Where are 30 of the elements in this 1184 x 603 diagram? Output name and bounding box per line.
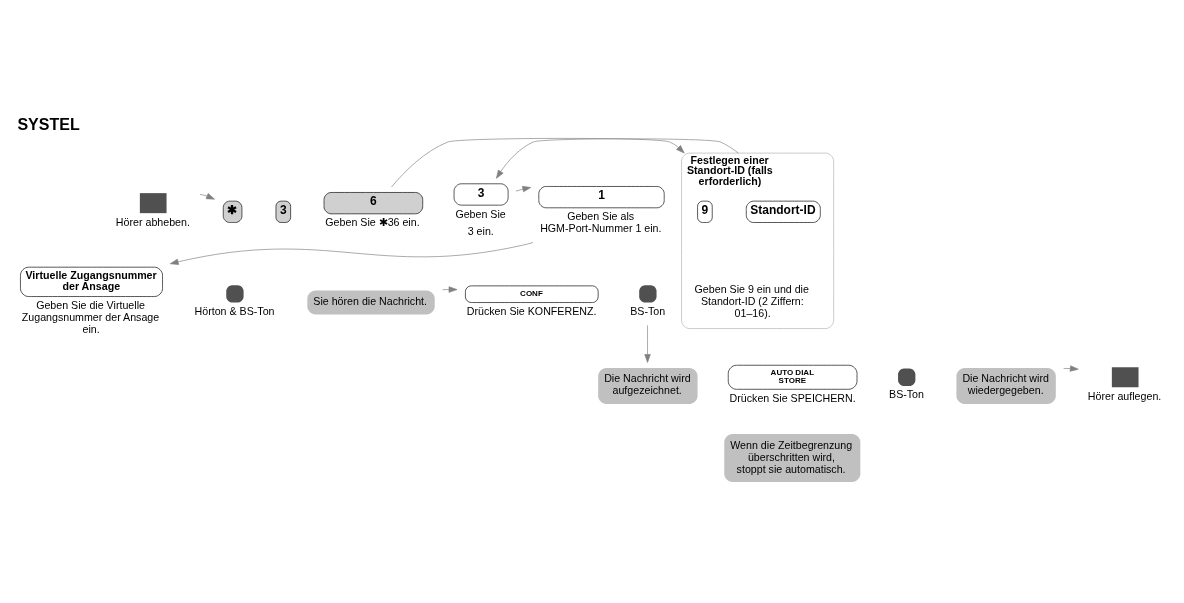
node-circle — [898, 368, 916, 386]
node-label: BS-Ton — [630, 305, 666, 318]
node-label: Drücken Sie SPEICHERN. — [729, 391, 856, 404]
node-circle — [226, 285, 244, 303]
node-label: BS-Ton — [889, 388, 924, 401]
node-label: Geben Sie ✱36 ein. — [325, 216, 420, 229]
arrow — [391, 138, 685, 188]
node-box — [139, 193, 167, 214]
arrow — [515, 186, 532, 193]
node-label: Drücken Sie KONFERENZ. — [466, 305, 597, 318]
arrow — [169, 242, 534, 265]
node-box — [1111, 367, 1139, 388]
node-box: Wenn die Zeitbegrenzung überschritten wird, stoppt sie automatisch. — [724, 433, 861, 482]
diagram-title: SYSTEL — [17, 116, 80, 134]
node-box: Die Nachricht wird wiedergegeben. — [956, 367, 1056, 404]
node-label: 3 ein. — [467, 225, 494, 238]
node-label: Hörer abheben. — [115, 215, 190, 228]
arrow — [199, 193, 215, 200]
arrow — [1063, 365, 1079, 372]
node-label: Geben Sie als HGM-Port-Nummer 1 ein. — [540, 210, 662, 235]
node-label: Geben Sie — [455, 207, 506, 220]
node-circle — [639, 285, 657, 303]
arrow — [496, 138, 739, 179]
arrow — [442, 286, 458, 293]
node-label: Geben Sie die Virtuelle Zugangsnummer der Ansage ein. — [21, 299, 160, 336]
arrow — [644, 325, 651, 363]
node-label: Hörer auflegen. — [1087, 389, 1162, 402]
node-box: Die Nachricht wird aufgezeichnet. — [598, 367, 698, 404]
node-label: Hörton & BS-Ton — [194, 305, 275, 318]
node-box: Sie hören die Nachricht. — [307, 290, 435, 315]
